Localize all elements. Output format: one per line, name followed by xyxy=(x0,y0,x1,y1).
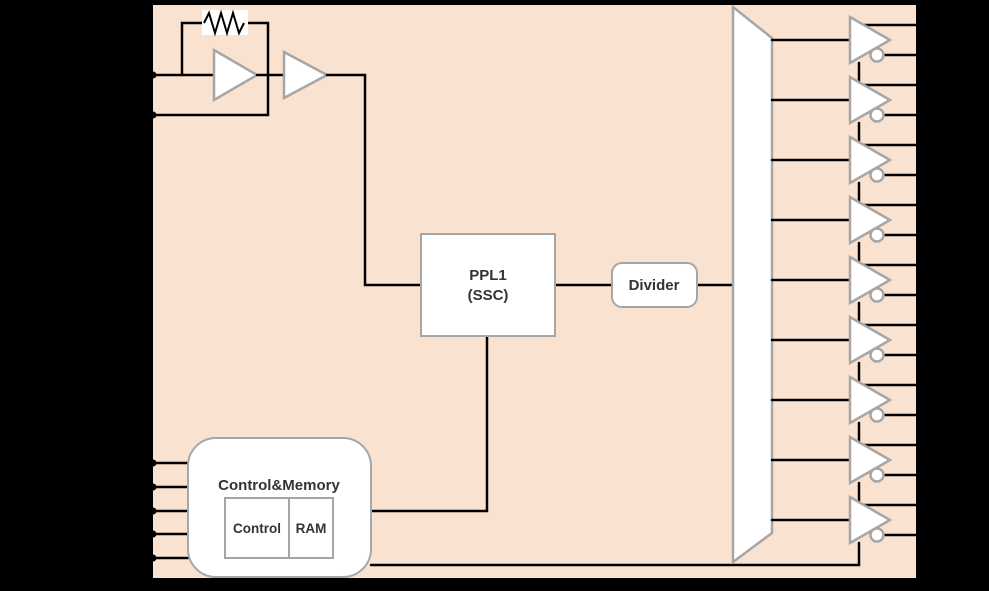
ram-subblock xyxy=(288,497,334,559)
inverted-output-bubble-icon xyxy=(869,407,885,423)
inverted-output-bubble-icon xyxy=(869,227,885,243)
resistor-icon xyxy=(203,9,245,37)
inverted-output-bubble-icon xyxy=(869,287,885,303)
crystal-oscillator-circuit xyxy=(149,9,423,287)
inverted-output-bubble-icon xyxy=(869,467,885,483)
inverted-output-bubble-icon xyxy=(869,527,885,543)
pin-junction-dot xyxy=(149,554,157,562)
pll-label-line2: (SSC) xyxy=(468,287,509,304)
output-buffer-icon xyxy=(848,134,893,186)
pll-block xyxy=(420,233,556,337)
pll-label-line1: PPL1 xyxy=(469,267,507,284)
divider-label: Divider xyxy=(629,277,680,294)
control-subblock-label: Control xyxy=(233,521,281,536)
fanout-trapezoid-icon xyxy=(731,4,774,565)
pll-to-control-wire xyxy=(369,334,489,513)
control-memory-title: Control&Memory xyxy=(218,477,340,494)
osc-amp-icon xyxy=(212,47,260,103)
output-buffers xyxy=(770,14,924,567)
xout-junction-dot xyxy=(149,111,157,119)
output-buffer-icon xyxy=(848,374,893,426)
output-buffer-icon xyxy=(848,74,893,126)
output-buffer-icon xyxy=(848,314,893,366)
output-buffer-icon xyxy=(848,194,893,246)
control-subblock xyxy=(224,497,290,559)
osc-buffer-icon xyxy=(282,49,330,101)
divider-block xyxy=(611,262,698,308)
output-buffer-icon xyxy=(848,434,893,486)
pin-junction-dot xyxy=(149,483,157,491)
pin-junction-dot xyxy=(149,530,157,538)
pin-junction-dot xyxy=(149,459,157,467)
ram-subblock-label: RAM xyxy=(296,521,327,536)
output-buffer-icon xyxy=(848,14,893,66)
control-memory-section: Control&Memory Control RAM xyxy=(149,437,861,578)
clock-path: PPL1 (SSC) Divider xyxy=(369,233,735,513)
inverted-output-bubble-icon xyxy=(869,347,885,363)
inverted-output-bubble-icon xyxy=(869,167,885,183)
output-buffer-icon xyxy=(848,494,893,546)
inverted-output-bubble-icon xyxy=(869,107,885,123)
inverted-output-bubble-icon xyxy=(869,47,885,63)
osc-to-pll-wire xyxy=(325,73,423,287)
pin-junction-dot xyxy=(149,507,157,515)
xin-junction-dot xyxy=(149,71,157,79)
output-buffer-icon xyxy=(848,254,893,306)
